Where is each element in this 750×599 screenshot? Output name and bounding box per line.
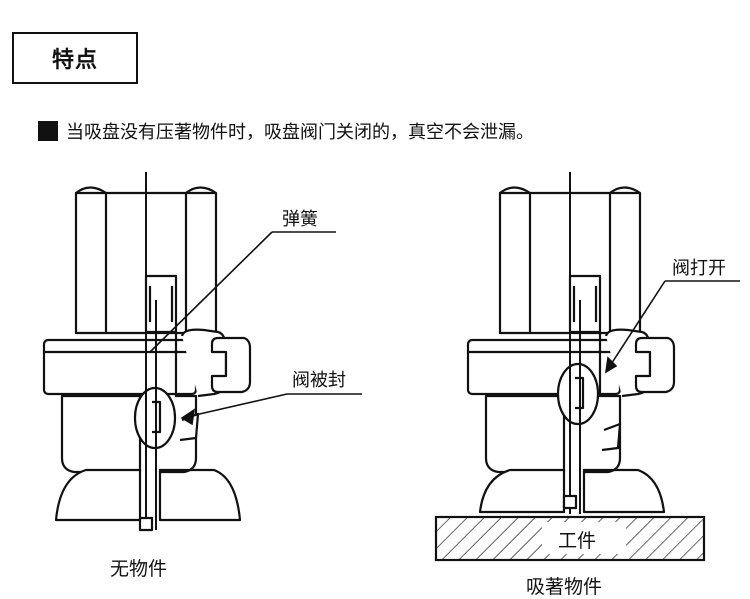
right-leaders [604,280,740,374]
left-cup-lip [54,468,142,522]
caption-no-workpiece: 无物件 [110,558,168,580]
left-leaders [149,231,362,426]
right-cup-lip [478,468,566,514]
description-line: 当吸盘没有压著物件时，吸盘阀门关闭的，真空不会泄漏。 [38,118,534,144]
left-neck [60,394,142,474]
right-suction-cup [466,172,676,514]
description-text: 当吸盘没有压著物件时，吸盘阀门关闭的，真空不会泄漏。 [66,122,534,143]
bullet-square-icon [38,121,58,141]
right-clip [634,336,676,394]
left-suction-cup [42,172,252,532]
caption-holding-workpiece: 吸著物件 [526,576,603,598]
right-valve-open [556,362,600,426]
label-workpiece: 工件 [558,530,597,552]
section-title: 特点 [51,48,98,73]
label-spring: 弹簧 [282,209,318,230]
label-valve-sealed: 阀被封 [292,370,346,391]
label-valve-open: 阀打开 [672,258,726,279]
right-neck [484,394,566,474]
left-collar [42,338,198,396]
section-title-box: 特点 [12,32,138,84]
workpiece-label-bg [542,522,626,554]
left-clip [210,336,252,394]
